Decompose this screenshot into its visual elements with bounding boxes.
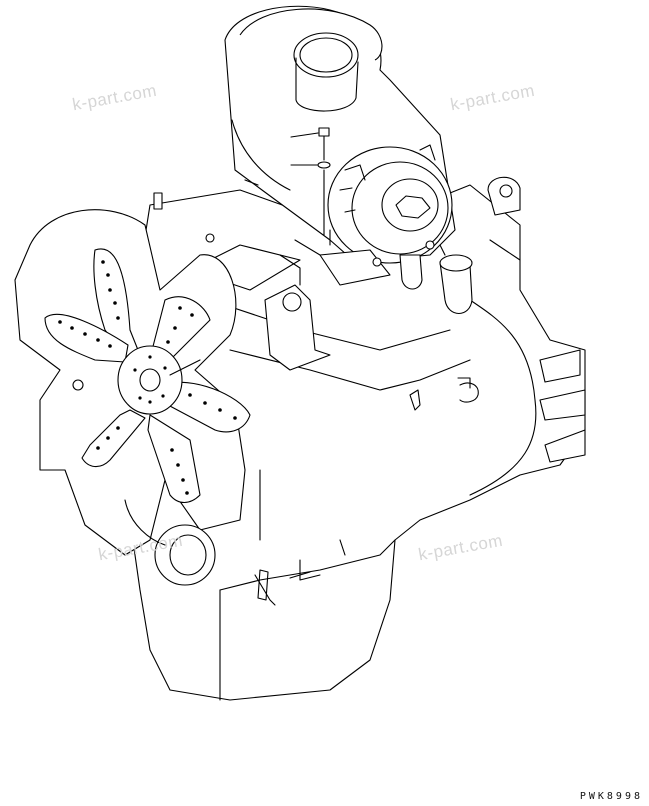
air-cleaner [224,5,456,290]
bottom-bracket [257,569,311,601]
bolt-callout [290,127,331,236]
engine-block [119,176,586,701]
fan-blade-holes [58,260,237,495]
drawing-code: PWK8998 [579,791,643,802]
cooling-fan [14,192,251,586]
